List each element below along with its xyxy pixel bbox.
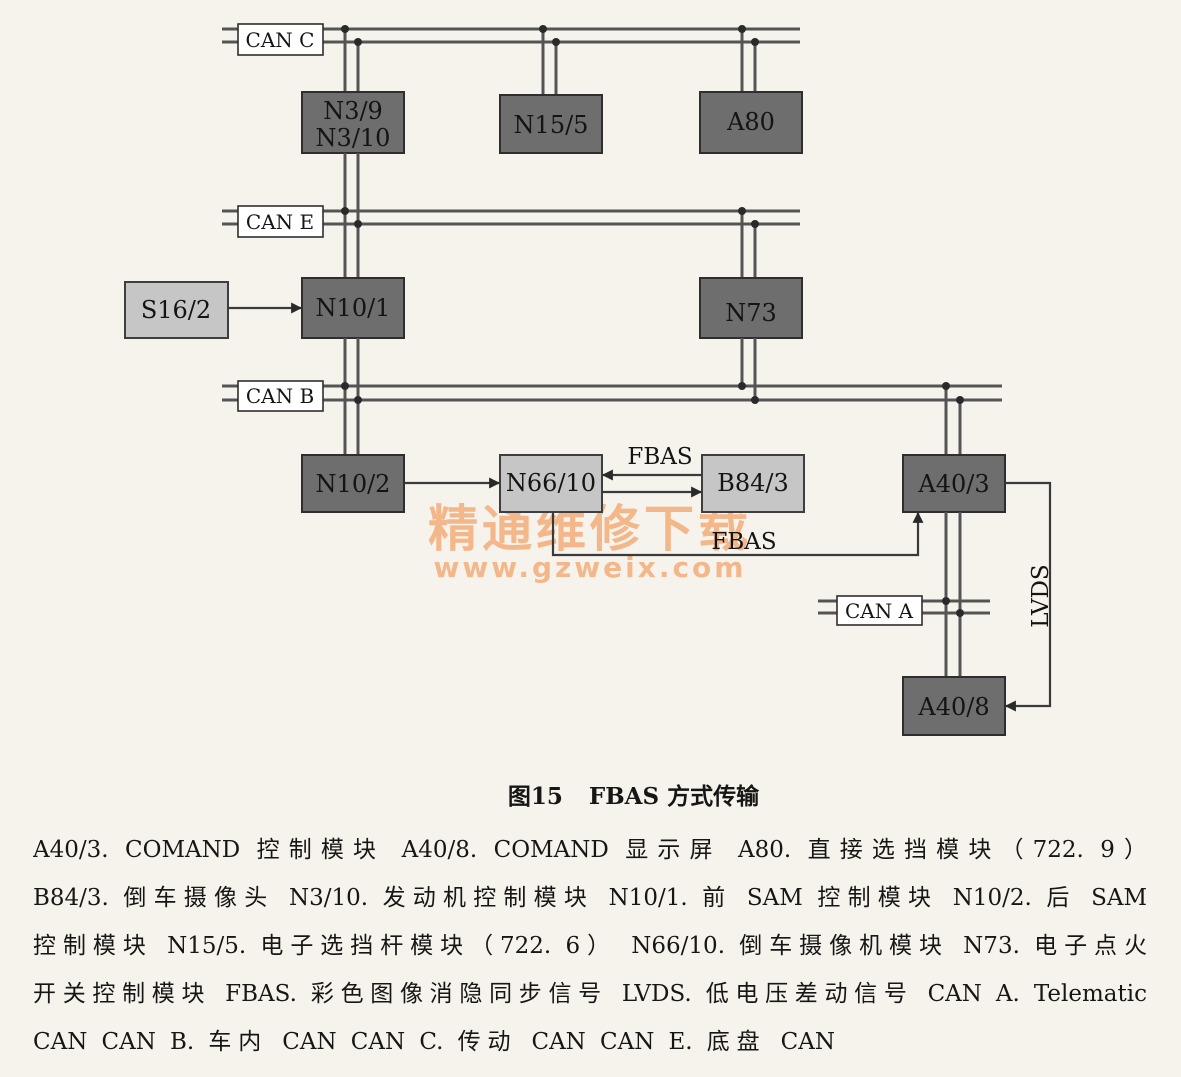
module-n15-5-label: N15/5 xyxy=(514,111,589,139)
module-a40-8-label: A40/8 xyxy=(917,693,989,721)
junction-dot xyxy=(539,25,547,33)
junction-dot xyxy=(751,220,759,228)
can-b-label: CAN B xyxy=(246,384,314,408)
module-n10-1-label: N10/1 xyxy=(316,294,391,322)
junction-dot xyxy=(738,25,746,33)
module-a40-8-box xyxy=(902,676,1006,736)
module-s16-2-box xyxy=(124,281,229,339)
figure-number: 图15 xyxy=(507,783,563,810)
figure-caption: 图15 FBAS 方式传输 xyxy=(0,780,1181,814)
junction-dot xyxy=(751,38,759,46)
a40-3-to-a40-8-lvds-arrow xyxy=(1004,481,1052,712)
legend-line: 控制模块 N15/5. 电子选挡杆模块（722. 6） N66/10. 倒车摄像… xyxy=(33,933,1147,959)
module-a80-label: A80 xyxy=(726,108,775,136)
can-e-label: CAN E xyxy=(246,210,314,234)
legend-line: CAN CAN B. 车内 CAN CAN C. 传动 CAN CAN E. 底… xyxy=(33,1029,835,1055)
junction-dot xyxy=(341,382,349,390)
can-network-diagram: 精通维修下载 www.gzweix.com CAN C N3/9 N3/10 N… xyxy=(124,23,1054,736)
junction-dot xyxy=(956,396,964,404)
fbas-lower-label: FBAS xyxy=(711,529,776,555)
junction-dot xyxy=(942,382,950,390)
module-n10-2-label: N10/2 xyxy=(316,470,391,498)
legend-line: 开关控制模块 FBAS. 彩色图像消隐同步信号 LVDS. 低电压差动信号 CA… xyxy=(33,981,1147,1007)
module-n66-10-box xyxy=(499,454,603,513)
module-n15-5-box xyxy=(499,94,603,154)
lvds-label: LVDS xyxy=(1028,564,1054,627)
module-n3-10-label: N3/10 xyxy=(316,124,391,152)
can-a-label: CAN A xyxy=(845,599,914,623)
can-a-label-box xyxy=(836,595,923,626)
module-n10-2-box xyxy=(301,454,405,513)
module-n73-box xyxy=(699,277,803,339)
module-a80-box xyxy=(699,91,803,154)
figure-title: FBAS 方式传输 xyxy=(588,783,760,810)
module-n3-9-label: N3/9 xyxy=(323,97,383,125)
module-b84-3-label: B84/3 xyxy=(717,469,789,497)
junction-dot xyxy=(956,609,964,617)
junction-dot xyxy=(341,207,349,215)
module-n3-9-box xyxy=(301,91,405,154)
junction-dot xyxy=(942,597,950,605)
module-n66-10-label: N66/10 xyxy=(506,469,596,497)
can-c-label-box xyxy=(237,23,324,56)
can-b-label-box xyxy=(237,380,324,412)
module-n73-label: N73 xyxy=(725,299,777,327)
junction-dot xyxy=(341,25,349,33)
junction-dot xyxy=(552,38,560,46)
module-a40-3-label: A40/3 xyxy=(917,470,989,498)
watermark-url: www.gzweix.com xyxy=(434,551,747,584)
legend-line: B84/3. 倒车摄像头 N3/10. 发动机控制模块 N10/1. 前 SAM… xyxy=(33,885,1147,911)
junction-dot xyxy=(354,38,362,46)
fbas-upper-label: FBAS xyxy=(627,444,692,470)
junction-dot xyxy=(354,396,362,404)
module-n10-1-box xyxy=(301,277,405,339)
junction-dot xyxy=(738,207,746,215)
junction-dot xyxy=(738,382,746,390)
module-s16-2-label: S16/2 xyxy=(141,296,211,324)
figure-legend: A40/3. COMAND 控制模块 A40/8. COMAND 显示屏 A80… xyxy=(33,826,1147,1071)
can-c-label: CAN C xyxy=(246,28,315,52)
n66-10-to-a40-3-fbas-arrow xyxy=(551,511,924,557)
module-a40-3-box xyxy=(902,454,1006,513)
junction-dot xyxy=(751,396,759,404)
can-e-label-box xyxy=(237,205,324,238)
module-b84-3-box xyxy=(701,454,805,513)
legend-line: A40/3. COMAND 控制模块 A40/8. COMAND 显示屏 A80… xyxy=(33,837,1147,863)
junction-dot xyxy=(354,220,362,228)
